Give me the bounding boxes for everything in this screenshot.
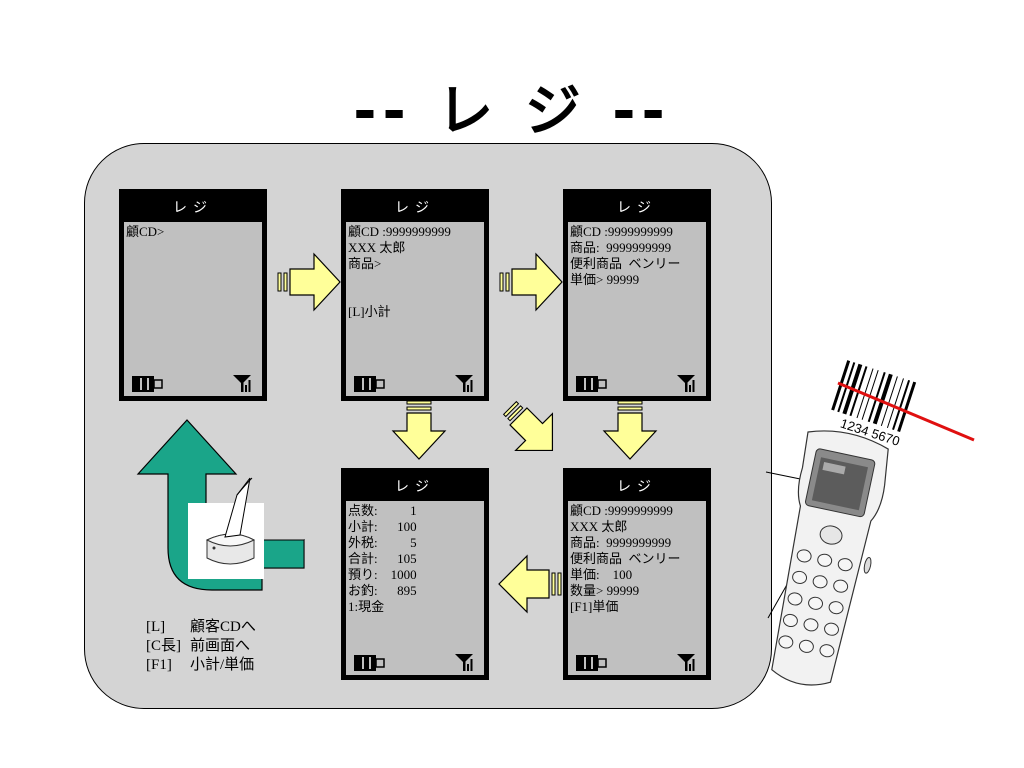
page-title: -- レ ジ -- (353, 79, 671, 144)
screen-unit-price: レジ 顧CD :9999999999 商品: 9999999999 便利商品 ベ… (563, 189, 711, 401)
screen-subtotal: レジ 点数: 1 小計: 100 外税: 5 合計: 105 預り: 1000 … (341, 468, 489, 680)
return-arrow (136, 419, 305, 591)
screen-header: レジ (124, 194, 262, 222)
flow-arrow-right (277, 252, 341, 312)
screen-line: 単価> 99999 (570, 272, 640, 287)
keypad-key (803, 618, 819, 632)
screen-header: レジ (346, 473, 484, 501)
screen-quantity: レジ 顧CD :9999999999 XXX 太郎 商品: 9999999999… (563, 468, 711, 680)
screen-line: 単価: 100 (570, 567, 633, 582)
keypad-key (819, 644, 835, 658)
barcode-bar (897, 381, 917, 432)
keypad-key (837, 558, 853, 572)
keypad-key (824, 622, 839, 636)
screen-line: 商品> (348, 256, 382, 271)
handheld-scanner-icon (771, 430, 889, 686)
signal-icon (233, 375, 251, 392)
keypad-key (817, 553, 833, 567)
screen-product-entry: レジ 顧CD :9999999999 XXX 太郎 商品> [L]小計 (341, 189, 489, 401)
screen-line: 数量> 99999 (570, 583, 640, 598)
screen-line: 顧CD :9999999999 (348, 224, 451, 239)
keypad-key (798, 639, 814, 653)
keypad-key (808, 596, 824, 610)
battery-icon (576, 655, 607, 671)
barcode-bar (886, 378, 904, 429)
signal-icon (455, 375, 473, 392)
screen-line: お釣: 895 (348, 583, 417, 598)
screen-line: 外税: 5 (348, 535, 417, 550)
keypad-key (796, 549, 812, 563)
barcode-bar (892, 379, 911, 431)
screen-line: [L]小計 (348, 304, 391, 319)
printer-icon (188, 477, 264, 579)
flow-arrow-down (391, 400, 447, 460)
legend-desc: 小計/単価 (190, 657, 255, 673)
legend-item: [F1] 小計/単価 (146, 656, 256, 675)
screen-line: XXX 太郎 (570, 519, 628, 534)
screen-line: 顧CD> (126, 224, 165, 239)
battery-icon (576, 376, 607, 392)
legend-desc: 前画面へ (190, 638, 251, 654)
signal-icon (455, 654, 473, 671)
barcode-bar (880, 376, 898, 427)
screen-line: 顧CD :9999999999 (570, 224, 673, 239)
legend-item: [C長] 前画面へ (146, 637, 256, 656)
screen-line: 便利商品 ベンリー (570, 551, 681, 566)
legend-key: [L] (146, 619, 166, 635)
keypad-key (778, 635, 794, 649)
legend-desc: 顧客CDへ (190, 619, 256, 635)
flow-arrow-left (498, 554, 562, 614)
signal-icon (677, 375, 695, 392)
screen-line: 合計: 105 (348, 551, 417, 566)
screen-line: [F1]単価 (570, 599, 619, 614)
keypad-key (792, 570, 808, 584)
barcode-bar (872, 373, 893, 425)
keypad-key (782, 613, 798, 628)
screen-header: レジ (568, 473, 706, 501)
barcode-bar (867, 372, 886, 423)
screen-customer-code: レジ 顧CD> (119, 189, 267, 401)
key-legend: [L] 顧客CDへ [C長] 前画面へ [F1] 小計/単価 (146, 618, 256, 675)
flow-arrow-right (499, 252, 563, 312)
flow-arrow-diagonal (502, 400, 554, 452)
battery-icon (354, 376, 385, 392)
keypad-key (833, 579, 849, 593)
screen-line: 便利商品 ベンリー (570, 256, 681, 271)
battery-icon (354, 655, 385, 671)
scan-line (837, 381, 975, 442)
flow-arrow-down (602, 400, 658, 460)
keypad-key (828, 601, 844, 615)
screen-line: 顧CD :9999999999 (570, 503, 673, 518)
screen-line: 1:現金 (348, 599, 385, 614)
legend-item: [L] 顧客CDへ (146, 618, 256, 637)
keypad-key (812, 575, 828, 589)
screen-line: 商品: 9999999999 (570, 535, 672, 550)
screen-line: 預り: 1000 (348, 567, 417, 582)
screen-line: 点数: 1 (348, 503, 417, 518)
legend-key: [F1] (146, 657, 172, 673)
screen-line: 商品: 9999999999 (570, 240, 672, 255)
legend-key: [C長] (146, 638, 181, 654)
screen-line: 小計: 100 (348, 519, 417, 534)
keypad-key (787, 592, 803, 606)
screen-line: XXX 太郎 (348, 240, 406, 255)
signal-icon (677, 654, 695, 671)
screen-header: レジ (346, 194, 484, 222)
battery-icon (132, 376, 163, 392)
screen-header: レジ (568, 194, 706, 222)
